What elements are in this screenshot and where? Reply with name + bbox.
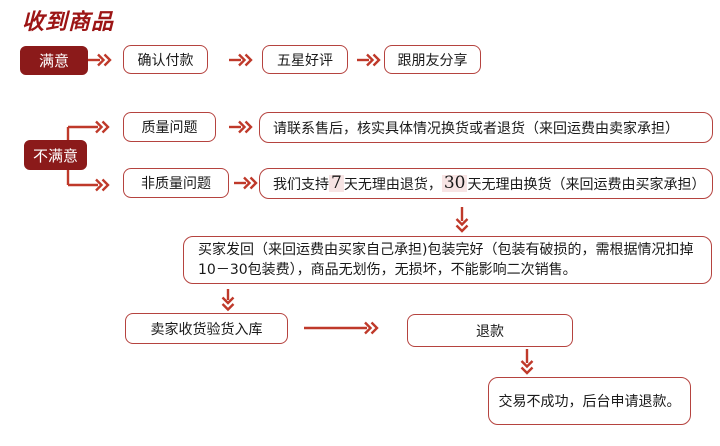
branch-bracket-arrows-icon xyxy=(60,120,120,192)
node-share-with-friends: 跟朋友分享 xyxy=(384,45,481,74)
arrow-right-long-icon xyxy=(303,321,383,335)
node-quality-issue: 质量问题 xyxy=(123,112,216,142)
arrow-down-icon xyxy=(221,288,235,312)
node-non-quality-issue: 非质量问题 xyxy=(123,168,229,198)
non-quality-text-post: 天无理由换货（来回运费由买家承担） xyxy=(467,176,706,193)
node-five-star-review: 五星好评 xyxy=(262,45,348,74)
node-confirm-payment: 确认付款 xyxy=(123,45,208,74)
non-quality-text-pre: 我们支持 xyxy=(273,176,329,193)
arrow-down-icon xyxy=(520,348,534,376)
node-refund: 退款 xyxy=(407,314,573,347)
node-deal-fail: 交易不成功，后台申请退款。 xyxy=(488,377,691,425)
arrow-right-icon xyxy=(228,120,254,134)
days-return-highlight: 7 xyxy=(329,173,344,193)
node-satisfied: 满意 xyxy=(20,46,88,75)
page-title: 收到商品 xyxy=(22,10,115,35)
arrow-right-icon xyxy=(228,53,254,67)
node-unsatisfied: 不满意 xyxy=(24,140,87,170)
non-quality-text-mid: 天无理由退货， xyxy=(343,176,442,193)
node-quality-detail: 请联系售后，核实具体情况换货或者退货（来回运费由卖家承担） xyxy=(259,112,713,143)
days-exchange-highlight: 30 xyxy=(441,173,468,193)
node-seller-receive: 卖家收货验货入库 xyxy=(125,313,288,344)
node-return-condition: 买家发回（来回运费由买家自己承担)包装完好（包装有破损的，需根据情况扣掉10－3… xyxy=(183,236,712,284)
arrow-down-icon xyxy=(455,206,469,234)
node-non-quality-detail: 我们支持 7 天无理由退货，30 天无理由换货（来回运费由买家承担） xyxy=(259,168,713,199)
arrow-right-icon xyxy=(233,176,259,190)
arrow-right-icon xyxy=(356,53,382,67)
arrow-right-icon xyxy=(87,53,113,67)
